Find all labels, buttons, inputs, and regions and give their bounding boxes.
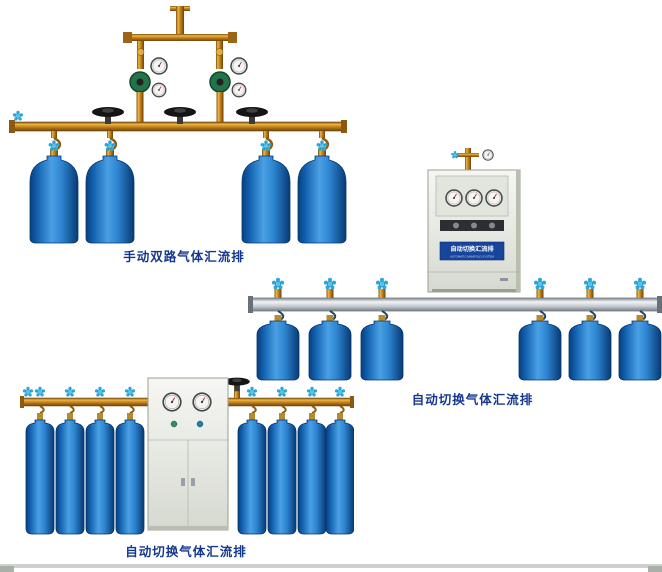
gas-cylinder [55,412,85,535]
control-cabinet [147,377,229,531]
cabinet-plate-sublabel: AUTOMATIC MANIFOLD SYSTEM [450,255,494,259]
cylinder-connection-hoses [39,405,345,414]
valve-handle-icon [12,110,24,121]
product-caption-auto-switch: 自动切换气体汇流排 [411,393,534,407]
control-knob [471,222,477,229]
product-photo-auto-switch-cabinet: 自动切换汇流排 AUTOMATIC MANIFOLD SYSTEM [248,148,662,394]
pressure-gauge [482,149,494,161]
valve-handle-icon [375,277,389,290]
valve-handle-icon [34,386,46,397]
gas-cylinder [256,314,300,381]
valve-handle-icon [323,277,337,290]
product-caption-auto-switch-eight: 自动切换气体汇流排 [125,545,247,559]
cabinet-door-handle [181,478,185,486]
valve-handle-icon [246,386,258,397]
brass-valve-knob [215,48,224,56]
pressure-gauge [150,57,168,75]
gas-cylinder [325,412,354,535]
control-knob [489,222,495,229]
product-photo-auto-switch-eight [20,376,354,552]
pressure-gauge [485,189,503,207]
gas-cylinder [568,314,612,381]
handwheel-valve [164,107,196,124]
cabinet-door-handle [191,478,195,486]
cabinet-top-pipe [450,148,494,172]
pressure-regulator-right [209,71,231,122]
manual-manifold-illustration [9,6,347,246]
cabinet-door-handle [500,278,508,281]
brass-valve-knob [136,48,145,56]
valve-handle-icon [334,386,346,397]
valve-handle-icon [94,386,106,397]
control-knob [196,420,204,428]
valve-handle-icon [276,386,288,397]
pressure-gauge [231,82,247,98]
valve-handle-icon [583,277,597,290]
pressure-regulator-left [129,71,151,122]
gas-cylinder [297,412,327,535]
manifold-header-pipes [123,6,237,69]
pressure-gauge [465,189,483,207]
pressure-gauge [162,392,182,412]
control-knob [453,222,459,229]
gas-cylinder [25,412,55,535]
auto-switch-eight-illustration [20,377,354,535]
cylinder-connections [256,277,662,381]
valve-handle-icon [306,386,318,397]
product-caption-manual-dual: 手动双路气体汇流排 [123,250,245,264]
cabinet-name-plate: 自动切换汇流排 AUTOMATIC MANIFOLD SYSTEM [439,241,505,261]
valve-handle-icon [22,386,34,397]
pressure-gauge [230,57,248,75]
gas-cylinder [308,314,352,381]
valve-handle-icon [271,277,285,290]
auto-switch-illustration: 自动切换汇流排 AUTOMATIC MANIFOLD SYSTEM [248,148,662,381]
gas-cylinder [267,412,297,535]
pressure-gauge [151,82,167,98]
valve-handle-icon [533,277,547,290]
page-edge-accent-left [0,566,14,572]
gas-cylinder [237,412,267,535]
control-knob [170,420,178,428]
gas-cylinder [86,140,134,243]
cabinet-plate-label: 自动切换汇流排 [450,245,494,253]
handwheel-valve [236,107,268,124]
product-photo-manual-dual-manifold [8,6,348,246]
valve-handle-icon [450,150,460,159]
pressure-gauge [192,392,212,412]
gas-cylinder [30,140,78,243]
control-cabinet: 自动切换汇流排 AUTOMATIC MANIFOLD SYSTEM [427,169,521,293]
handwheel-valve [92,107,124,124]
page-edge-accent-right [648,566,662,572]
gas-cylinder [518,314,562,381]
manifold-main-pipe [248,296,662,313]
gas-cylinder [85,412,115,535]
gas-cylinder [115,412,145,535]
gas-cylinder [618,314,662,381]
valve-handle-icon [633,277,647,290]
gas-cylinder [360,314,404,381]
pressure-gauge [445,189,463,207]
valve-handle-icon [64,386,76,397]
valve-handle-icon [124,386,136,397]
page-bottom-edge [0,564,662,568]
